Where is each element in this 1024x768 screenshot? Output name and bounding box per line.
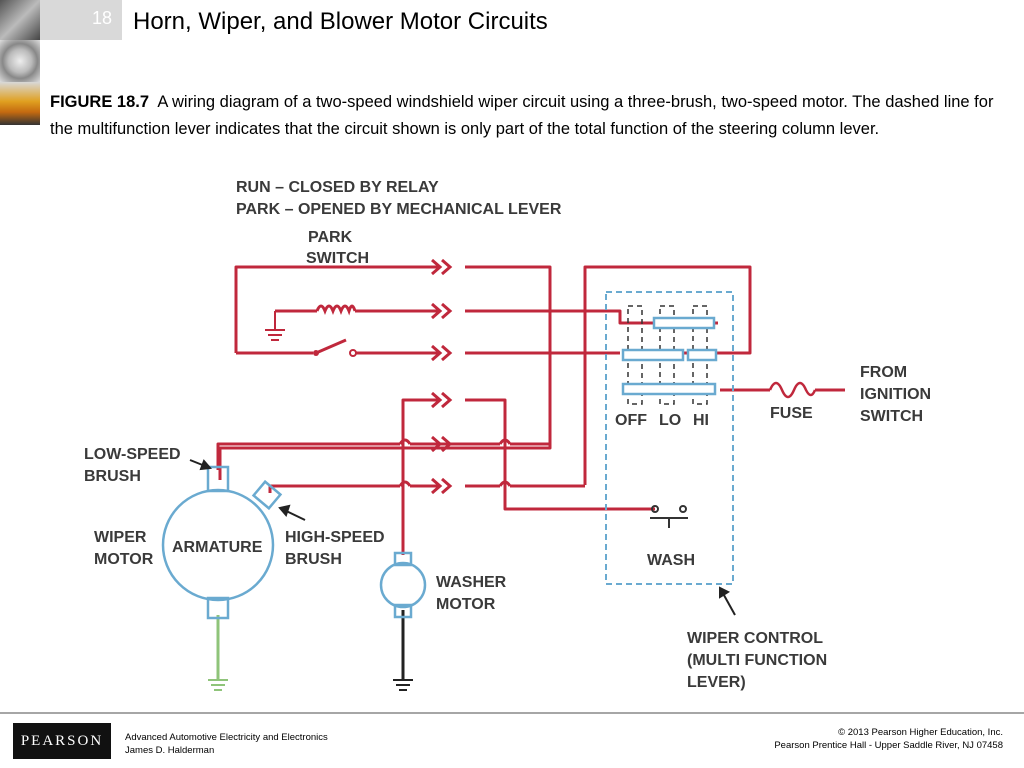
pearson-logo: PEARSON (13, 723, 111, 759)
from-ignition-label-1: FROM (860, 364, 907, 381)
car-thumbnail (0, 0, 40, 40)
wire-washer-2 (465, 398, 655, 511)
wiper-wiring-diagram: RUN – CLOSED BY RELAY PARK – OPENED BY M… (84, 179, 931, 691)
book-author: James D. Halderman (125, 745, 215, 756)
figure-caption: FIGURE 18.7 A wiring diagram of a two-sp… (50, 89, 1005, 143)
slide-title: Horn, Wiper, and Blower Motor Circuits (133, 8, 548, 35)
footer-book-info: Advanced Automotive Electricity and Elec… (125, 731, 328, 757)
copyright-line: © 2013 Pearson Higher Education, Inc. (838, 727, 1003, 738)
washer-motor-icon (379, 551, 427, 619)
connector (431, 477, 453, 495)
arrow-icon (719, 586, 731, 599)
wiper-motor-icon (161, 465, 283, 620)
wire-high-speed (268, 484, 400, 493)
wheel-thumbnail (0, 40, 40, 82)
header-run: RUN – CLOSED BY RELAY (236, 179, 439, 196)
crossover (398, 438, 512, 487)
thumbnail-strip (0, 0, 40, 125)
high-speed-label-1: HIGH-SPEED (285, 529, 385, 546)
fuse-label: FUSE (770, 405, 813, 422)
park-switch-label-2: SWITCH (306, 250, 369, 267)
coil-icon (315, 304, 357, 316)
wire-washer (401, 398, 440, 555)
from-ignition-label-3: SWITCH (860, 408, 923, 425)
wire-park-top (234, 265, 440, 353)
connector (431, 258, 453, 276)
footer-divider (0, 712, 1024, 714)
figure-label: FIGURE 18.7 (50, 93, 150, 111)
wiper-control-label-1: WIPER CONTROL (687, 630, 823, 647)
from-ignition-label-2: IGNITION (860, 386, 931, 403)
caption-text: A wiring diagram of a two-speed windshie… (50, 93, 994, 138)
publisher-line: Pearson Prentice Hall - Upper Saddle Riv… (774, 740, 1003, 751)
connector (431, 344, 453, 362)
washer-motor-label-2: MOTOR (436, 596, 496, 613)
hi-label: HI (693, 412, 709, 429)
multifunction-lever-box (605, 291, 734, 585)
connector (431, 302, 453, 320)
low-speed-label-1: LOW-SPEED (84, 446, 181, 463)
wire-park-top-right (218, 265, 552, 480)
arrows (189, 459, 736, 616)
park-switch-icon (313, 338, 357, 357)
wiper-control-label-3: LEVER) (687, 674, 746, 691)
sports-car-thumbnail (0, 82, 40, 125)
arrow-icon (199, 459, 212, 471)
header-park: PARK – OPENED BY MECHANICAL LEVER (236, 201, 562, 218)
slide-number: 18 (92, 8, 113, 28)
switch-bars (621, 316, 718, 396)
wires (216, 265, 845, 680)
ground-icon (265, 311, 285, 341)
wash-switch-icon (650, 505, 688, 528)
wiper-motor-label-1: WIPER (94, 529, 147, 546)
armature-label: ARMATURE (172, 539, 263, 556)
washer-motor-label-1: WASHER (436, 574, 507, 591)
connector (431, 391, 453, 409)
low-speed-label-2: BRUSH (84, 468, 141, 485)
fuse-icon (768, 381, 817, 399)
high-speed-label-2: BRUSH (285, 551, 342, 568)
wiper-control-label-2: (MULTI FUNCTION (687, 652, 827, 669)
ground-icon (208, 679, 228, 691)
lo-label: LO (659, 412, 681, 429)
connector (431, 435, 453, 453)
wire-top-right-loop (583, 265, 752, 485)
footer-copyright: © 2013 Pearson Higher Education, Inc. Pe… (774, 726, 1003, 752)
connectors (398, 258, 512, 495)
book-title: Advanced Automotive Electricity and Elec… (125, 732, 328, 743)
off-label: OFF (615, 412, 647, 429)
slide-number-box (40, 0, 122, 40)
wire-low-speed (216, 442, 400, 470)
arrow-icon (278, 504, 291, 517)
wiper-motor-label-2: MOTOR (94, 551, 154, 568)
ground-icon (393, 679, 413, 691)
park-switch-label-1: PARK (308, 229, 353, 246)
wash-label: WASH (647, 552, 695, 569)
